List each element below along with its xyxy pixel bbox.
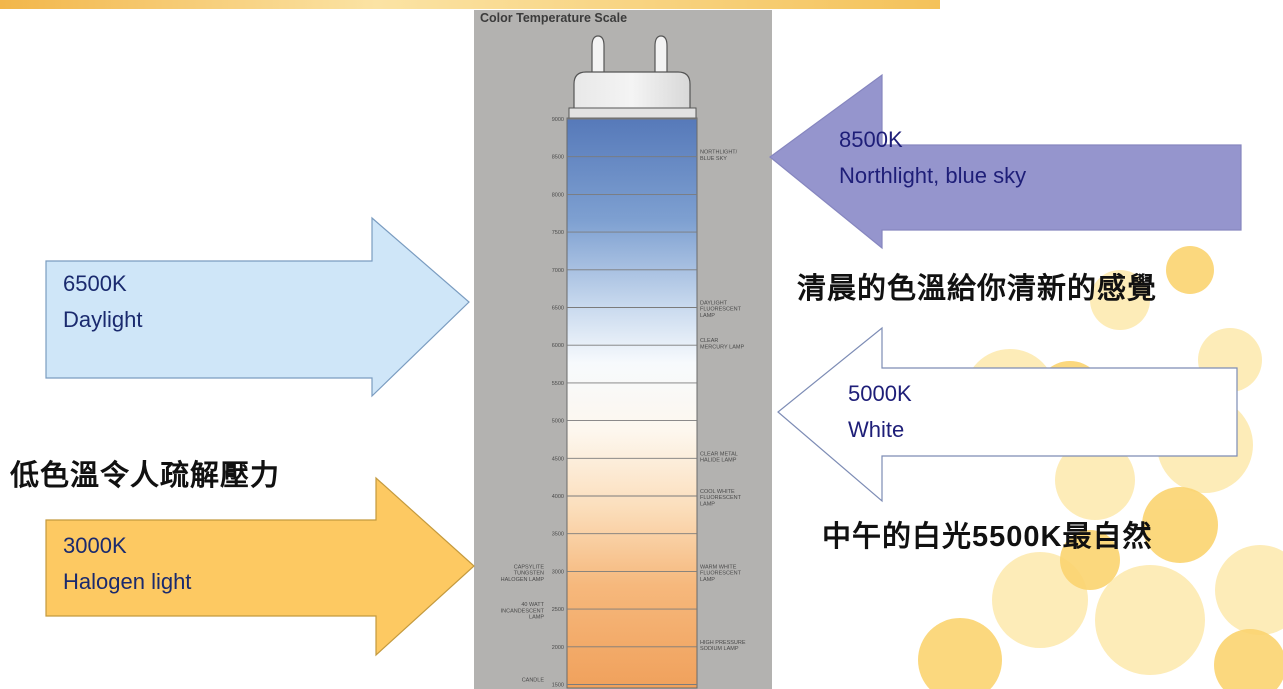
caption-low: 低色溫令人疏解壓力 xyxy=(10,460,281,492)
arrow-halogen-text: 3000K Halogen light xyxy=(63,528,191,600)
bg-blob xyxy=(1214,629,1283,689)
scale-tick-label: 7500 xyxy=(552,230,564,236)
northlight-kelvin: 8500K xyxy=(839,127,903,152)
tube xyxy=(566,117,698,689)
arrow-northlight xyxy=(769,73,1242,250)
bg-blob xyxy=(1215,545,1283,635)
bg-blob xyxy=(1055,440,1135,520)
scale-tick-label: 2500 xyxy=(552,607,564,613)
scale-tick-label: 4000 xyxy=(552,494,564,500)
halogen-label: Halogen light xyxy=(63,569,192,594)
bg-blob xyxy=(918,618,1002,689)
halogen-kelvin: 3000K xyxy=(63,533,127,558)
scale-tick-label: 8500 xyxy=(552,155,564,161)
bg-blob xyxy=(1142,487,1218,563)
scale-title: Color Temperature Scale xyxy=(480,11,628,25)
scale-tick-label: 4500 xyxy=(552,456,564,462)
scale-tick-label: 9000 xyxy=(552,117,564,123)
scale-tick-label: 1500 xyxy=(552,683,564,689)
scale-tick-label: 6000 xyxy=(552,343,564,349)
top-banner xyxy=(0,0,940,9)
scale-lamp-label: NORTHLIGHT/BLUE SKY xyxy=(700,150,738,162)
arrow-daylight-text: 6500K Daylight xyxy=(63,266,142,338)
bg-blob xyxy=(992,552,1088,648)
scale-tick-label: 8000 xyxy=(552,192,564,198)
scale-lamp-label: CANDLE xyxy=(522,678,545,684)
scale-tick-label: 3000 xyxy=(552,569,564,575)
arrow-halogen xyxy=(45,476,475,657)
bg-blob xyxy=(1090,270,1150,330)
tick-group: 9000 8500 8000 7500 7000 6500 6000 5500 5000 4500… xyxy=(501,117,746,689)
bg-blob xyxy=(1095,565,1205,675)
bg-blob xyxy=(1060,530,1120,590)
arrow-northlight-text: 8500K Northlight, blue sky xyxy=(839,122,1026,194)
scale-graphic: 9000 8500 8000 7500 7000 6500 6000 5500 5000 4500… xyxy=(501,35,746,689)
scale-tick-label: 6500 xyxy=(552,306,564,312)
scale-tick-label: 5500 xyxy=(552,381,564,387)
bg-blob xyxy=(1166,246,1214,294)
color-temperature-scale: 9000 8500 8000 7500 7000 6500 6000 5500 5000 4500… xyxy=(474,10,772,689)
scale-tick-label: 5000 xyxy=(552,419,564,425)
scale-tick-label: 2000 xyxy=(552,645,564,651)
white-kelvin: 5000K xyxy=(848,381,912,406)
arrow-white-text: 5000K White xyxy=(848,376,912,448)
daylight-label: Daylight xyxy=(63,307,143,332)
arrow-white xyxy=(777,326,1238,503)
caption-morning: 清晨的色溫給你清新的感覺 xyxy=(797,273,1158,305)
daylight-kelvin: 6500K xyxy=(63,271,127,296)
northlight-label: Northlight, blue sky xyxy=(839,163,1027,188)
scale-tick-label: 7000 xyxy=(552,268,564,274)
bulb-cap xyxy=(573,71,691,112)
caption-noon: 中午的白光5500K最自然 xyxy=(822,521,1153,553)
scale-tick-label: 3500 xyxy=(552,532,564,538)
white-label: White xyxy=(848,417,905,442)
arrow-daylight xyxy=(45,216,470,398)
